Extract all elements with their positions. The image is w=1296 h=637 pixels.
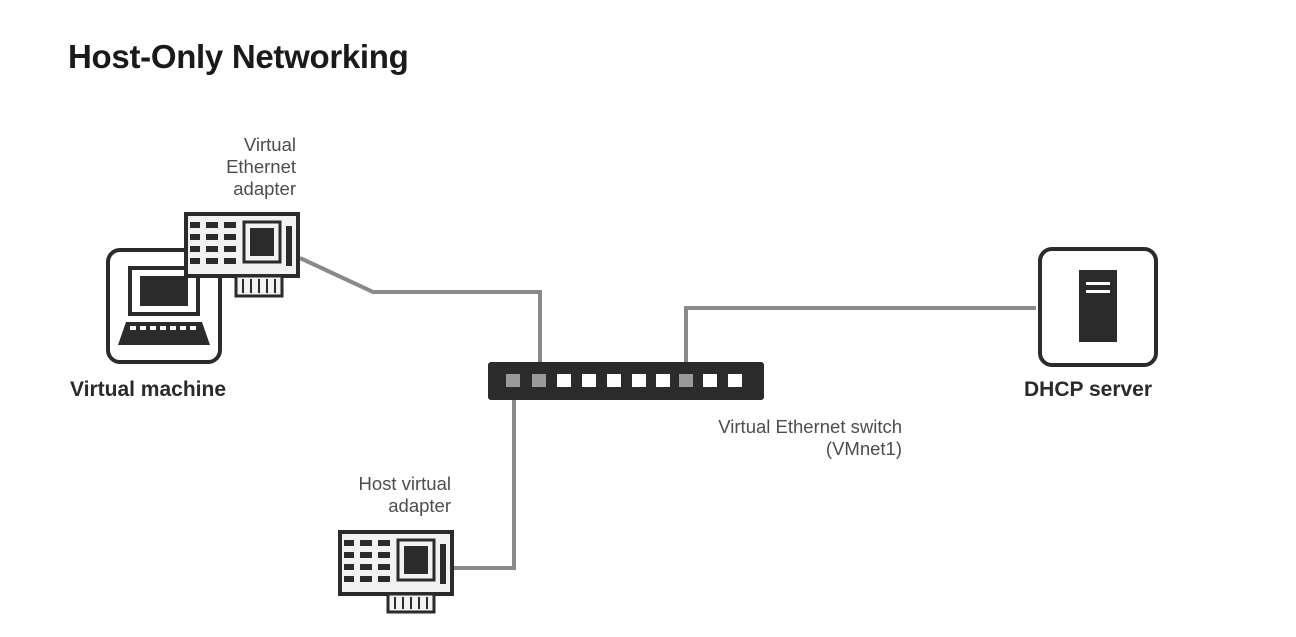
network-card-icon	[184, 212, 300, 298]
server-icon	[1038, 247, 1158, 367]
host-adapter-label: Host virtual adapter	[300, 473, 451, 517]
virtual-machine-label: Virtual machine	[70, 378, 227, 401]
switch-icon	[488, 362, 764, 400]
vm-to-switch-line	[299, 256, 542, 380]
switch-to-dhcp-line	[684, 306, 1036, 380]
vm-adapter-label: Virtual Ethernet adapter	[196, 134, 296, 200]
vm-adapter-label-line: Ethernet	[226, 156, 296, 177]
connection-lines	[299, 256, 1036, 570]
switch-label-line: (VMnet1)	[825, 438, 902, 459]
host-adapter-label-line: Host virtual	[358, 473, 451, 494]
title: Host-Only Networking	[68, 38, 409, 75]
host-adapter-label-line: adapter	[388, 495, 451, 516]
dhcp-server-label: DHCP server	[1024, 378, 1153, 401]
vm-adapter-label-line: Virtual	[243, 134, 296, 155]
switch-label: Virtual Ethernet switch (VMnet1)	[620, 416, 902, 460]
network-card-icon	[338, 530, 454, 614]
switch-label-line: Virtual Ethernet switch	[718, 416, 902, 437]
host-to-switch-line	[453, 380, 516, 570]
vm-adapter-label-line: adapter	[233, 178, 296, 199]
